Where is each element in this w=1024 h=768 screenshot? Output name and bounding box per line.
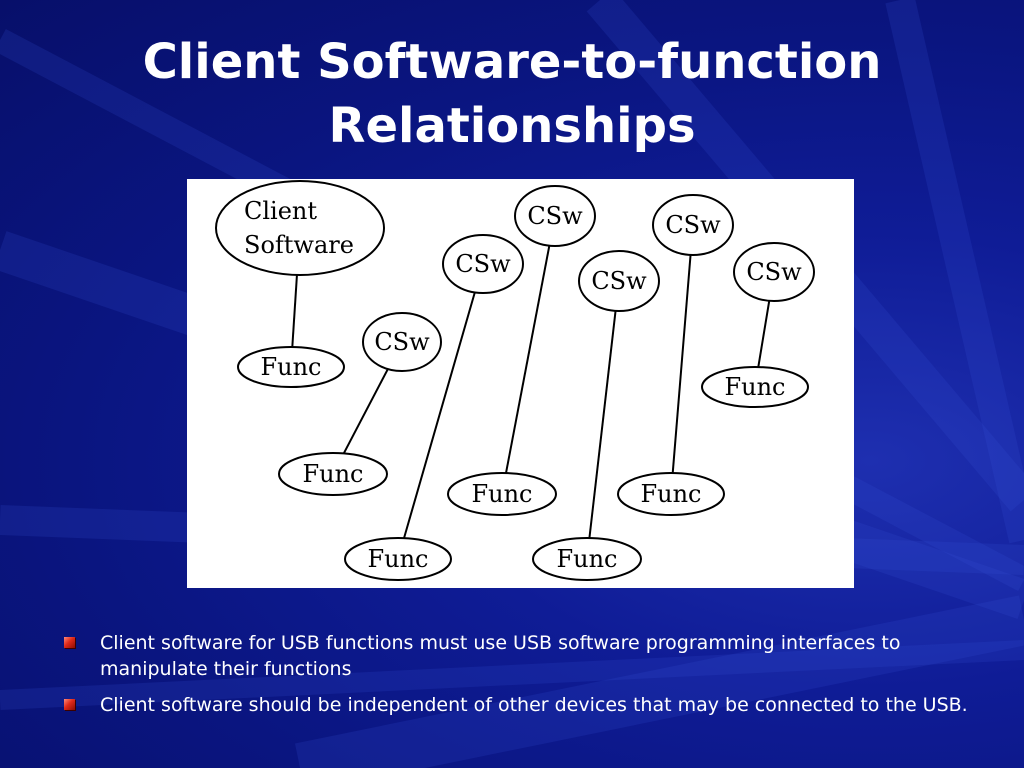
node-label-client-software: Client [244, 197, 317, 225]
node-label-csw-3: CSw [527, 202, 583, 230]
node-csw-6: CSw [733, 242, 815, 302]
bullet-item: Client software for USB functions must u… [60, 630, 980, 682]
node-func-2: Func [278, 452, 388, 496]
node-label-csw-4: CSw [591, 267, 647, 295]
node-func-3: Func [344, 537, 452, 581]
bullet-text: Client software for USB functions must u… [100, 632, 901, 680]
diagram-edges [291, 245, 771, 539]
slide-title-line-2: Relationships [328, 98, 696, 154]
node-ellipse-csw-3 [514, 185, 596, 247]
node-label-csw-5: CSw [665, 211, 721, 239]
node-label-func-3: Func [367, 545, 428, 573]
node-label-func-7: Func [724, 373, 785, 401]
slide-title-line-1: Client Software-to-function [142, 34, 882, 90]
node-label-func-6: Func [640, 480, 701, 508]
bullet-item: Client software should be independent of… [60, 692, 980, 718]
node-label-csw-6: CSw [746, 258, 802, 286]
node-label-func-2: Func [302, 460, 363, 488]
node-csw-4: CSw [578, 250, 660, 312]
node-ellipse-csw-6 [733, 242, 815, 302]
connector-line-csw-1-to-func-2 [342, 368, 389, 454]
node-csw-3: CSw [514, 185, 596, 247]
diagram-nodes: ClientSoftwareCSwCSwCSwCSwCSwCSwFuncFunc… [215, 180, 815, 581]
node-label-csw-2: CSw [455, 250, 511, 278]
node-ellipse-csw-5 [652, 194, 734, 256]
bullet-list: Client software for USB functions must u… [60, 630, 980, 728]
bullet-text: Client software should be independent of… [100, 694, 968, 716]
bullet-marker-icon [64, 637, 75, 648]
node-func-4: Func [447, 472, 557, 516]
node-ellipse-csw-2 [442, 234, 524, 294]
slide-title: Client Software-to-function Relationship… [0, 30, 1024, 158]
node-label-func-4: Func [471, 480, 532, 508]
node-ellipse-func-2 [278, 452, 388, 496]
relationship-diagram-canvas: ClientSoftwareCSwCSwCSwCSwCSwCSwFuncFunc… [215, 180, 815, 581]
connector-line-client-software-to-func-1 [291, 274, 298, 348]
node-label-csw-1: CSw [374, 328, 430, 356]
node-ellipse-client-software [215, 180, 385, 276]
node-ellipse-csw-4 [578, 250, 660, 312]
node-func-5: Func [532, 537, 642, 581]
node-ellipse-func-5 [532, 537, 642, 581]
node-ellipse-func-3 [344, 537, 452, 581]
node-ellipse-func-1 [237, 346, 345, 388]
node-label-func-1: Func [260, 353, 321, 381]
node-ellipse-func-7 [701, 366, 809, 408]
node-ellipse-func-6 [617, 472, 725, 516]
node-csw-5: CSw [652, 194, 734, 256]
node-label-func-5: Func [556, 545, 617, 573]
connector-line-csw-3-to-func-4 [505, 245, 551, 474]
connector-line-csw-5-to-func-6 [671, 254, 692, 474]
node-csw-2: CSw [442, 234, 524, 294]
connector-line-csw-6-to-func-7 [757, 300, 771, 368]
node-csw-1: CSw [362, 312, 442, 372]
node-ellipse-csw-1 [362, 312, 442, 372]
node-func-7: Func [701, 366, 809, 408]
node-func-1: Func [237, 346, 345, 388]
connector-line-csw-2-to-func-3 [403, 292, 476, 539]
connector-line-csw-4-to-func-5 [588, 310, 617, 539]
bullet-marker-icon [64, 699, 75, 710]
node-ellipse-func-4 [447, 472, 557, 516]
node-func-6: Func [617, 472, 725, 516]
node-label-client-software: Software [244, 231, 354, 259]
